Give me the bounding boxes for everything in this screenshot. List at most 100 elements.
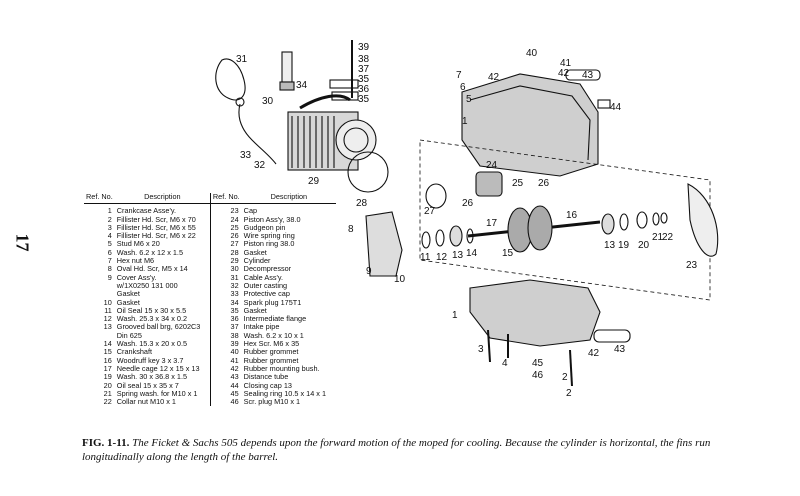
legend-ref: 2 bbox=[107, 214, 112, 224]
legend-description: Cap bbox=[243, 206, 258, 216]
callout-label: 45 bbox=[532, 358, 544, 369]
legend-ref: 21 bbox=[103, 388, 112, 398]
legend-description: Piston Ass'y, 38.0 bbox=[243, 214, 301, 224]
legend-description: Intake pipe bbox=[243, 322, 280, 332]
legend-ref: 30 bbox=[209, 265, 242, 274]
spark-plug-34 bbox=[281, 51, 293, 83]
piston-24 bbox=[475, 171, 503, 197]
callout-label: 25 bbox=[512, 178, 524, 189]
legend-description: Rubber grommet bbox=[243, 347, 299, 357]
legend-ref: 6 bbox=[107, 247, 112, 257]
callout-label: 40 bbox=[526, 48, 538, 59]
parts-legend: Ref. No. Description Ref. No. Descriptio… bbox=[84, 192, 336, 407]
figure-label: FIG. 1-11. bbox=[82, 437, 130, 449]
legend-description: Gasket bbox=[116, 289, 140, 299]
callout-label: 13 bbox=[452, 250, 464, 261]
legend-description: Fillister Hd. Scr, M6 x 55 bbox=[116, 222, 196, 232]
cap-23 bbox=[687, 183, 719, 257]
legend-description: Piston ring 38.0 bbox=[243, 239, 295, 249]
legend-ref: 44 bbox=[209, 381, 242, 390]
callout-label: 30 bbox=[262, 96, 274, 107]
legend-description: Rubber grommet bbox=[243, 355, 299, 365]
callout-label: 10 bbox=[394, 274, 406, 285]
legend-ref: 41 bbox=[209, 356, 242, 365]
gasket-28 bbox=[347, 151, 389, 193]
legend-ref: 34 bbox=[209, 298, 242, 307]
legend-description: Cover Ass'y. bbox=[116, 272, 157, 282]
callout-label: 26 bbox=[538, 178, 550, 189]
callout-label: 22 bbox=[662, 232, 674, 243]
seal-11 bbox=[421, 231, 431, 249]
callout-label: 2 bbox=[562, 372, 568, 383]
legend-description: w/1X0250 131 000 bbox=[116, 280, 178, 290]
legend-ref: 46 bbox=[209, 397, 242, 407]
callout-label: 8 bbox=[348, 224, 354, 235]
legend-description: Din 625 bbox=[116, 330, 142, 340]
legend-ref: 22 bbox=[103, 397, 112, 407]
callout-label: 9 bbox=[366, 266, 372, 277]
callout-label: 4 bbox=[502, 358, 508, 369]
legend-description: Woodruff key 3 x 3.7 bbox=[116, 355, 184, 365]
nut-22 bbox=[660, 212, 668, 224]
callout-label: 28 bbox=[356, 198, 368, 209]
closing-cap-44 bbox=[597, 99, 611, 109]
callout-label: 13 bbox=[604, 240, 616, 251]
washer-21 bbox=[652, 212, 660, 226]
crankcase-lower-1 bbox=[469, 279, 601, 347]
legend-description: Oil seal 15 x 35 x 7 bbox=[116, 380, 179, 390]
bolt-3 bbox=[487, 329, 491, 363]
bearing-13 bbox=[449, 225, 463, 247]
legend-ref bbox=[84, 282, 115, 290]
callout-label: 44 bbox=[610, 102, 622, 113]
washer-12 bbox=[435, 229, 445, 247]
cable-loop-31 bbox=[215, 58, 246, 101]
legend-description: Hex Scr. M6 x 35 bbox=[243, 339, 300, 349]
callout-label: 12 bbox=[436, 252, 448, 263]
callout-label: 34 bbox=[296, 80, 308, 91]
legend-description: Spark plug 175T1 bbox=[243, 297, 302, 307]
legend-description: Closing cap 13 bbox=[243, 380, 292, 390]
legend-ref: 10 bbox=[103, 297, 112, 307]
callout-label: 26 bbox=[462, 198, 474, 209]
cylinder-29 bbox=[287, 111, 377, 171]
callout-label: 14 bbox=[466, 248, 478, 259]
legend-description: Distance tube bbox=[243, 372, 289, 382]
legend-header-description-2: Description bbox=[241, 192, 336, 205]
legend-ref: 1 bbox=[107, 206, 112, 216]
legend-header-ref-2: Ref. No. bbox=[209, 192, 242, 205]
legend-ref: 36 bbox=[209, 314, 242, 324]
legend-ref: 27 bbox=[209, 240, 242, 249]
callout-label: 36 bbox=[358, 84, 370, 95]
legend-description: Needle cage 12 x 15 x 13 bbox=[116, 363, 200, 373]
legend-ref: 26 bbox=[209, 231, 242, 241]
callout-label: 11 bbox=[420, 252, 431, 263]
callout-label: 7 bbox=[456, 70, 462, 81]
legend-description: Sealing ring 10.5 x 14 x 1 bbox=[243, 388, 327, 398]
legend-ref: 7 bbox=[107, 256, 112, 266]
assembly-outline bbox=[419, 139, 711, 301]
legend-description: Stud M6 x 20 bbox=[116, 239, 160, 249]
legend-ref: 38 bbox=[209, 331, 242, 341]
callout-label: 2 bbox=[566, 388, 572, 399]
legend-description: Oval Hd. Scr, M5 x 14 bbox=[116, 264, 188, 274]
legend-ref: 23 bbox=[209, 203, 242, 216]
legend-description: Crankshaft bbox=[116, 347, 153, 357]
legend-ref: 42 bbox=[209, 364, 242, 374]
legend-ref: 5 bbox=[107, 239, 112, 249]
